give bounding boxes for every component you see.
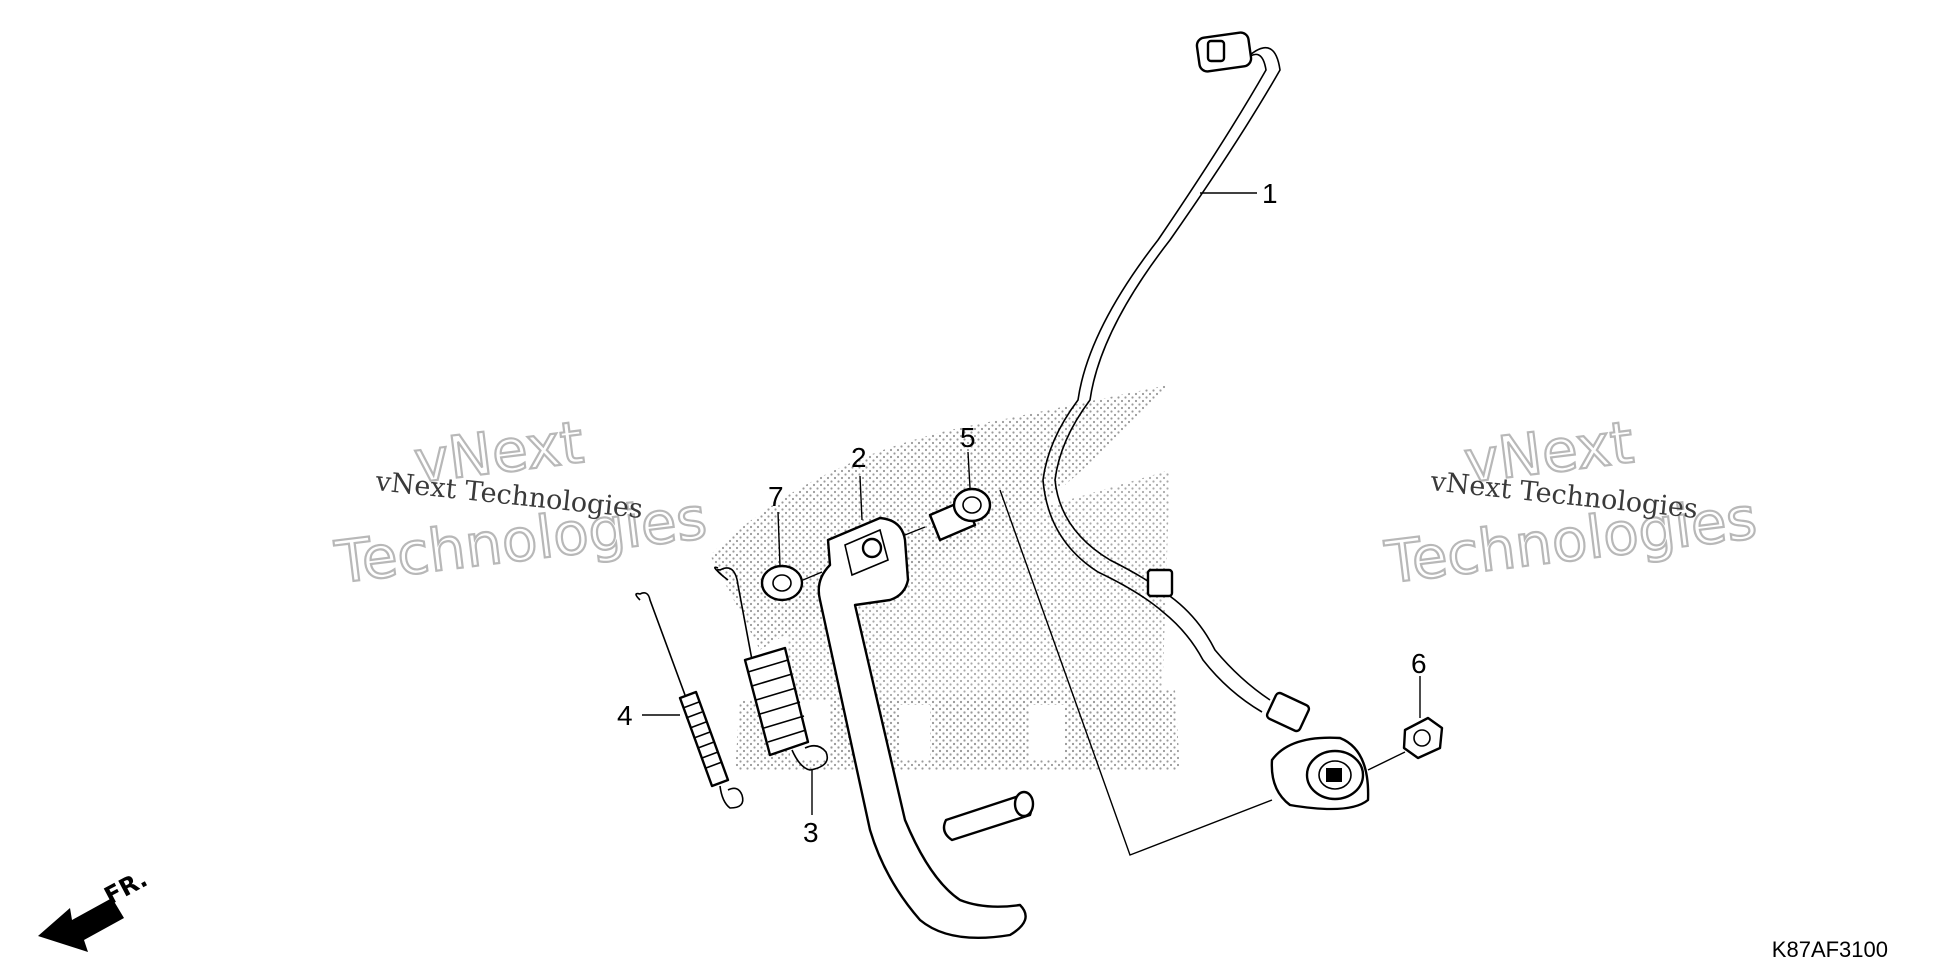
- wire-clamp: [1146, 568, 1174, 598]
- assembly-reference-line: [999, 489, 1273, 856]
- front-direction-arrow: FR.: [38, 865, 152, 952]
- arrow-left-icon: [38, 898, 124, 952]
- spring-large: [714, 566, 829, 810]
- side-stand: [817, 516, 1035, 940]
- flange-bolt: [1402, 716, 1444, 760]
- pivot-bolt: [904, 487, 992, 542]
- callout-4: 4: [617, 700, 633, 731]
- spring-small: [635, 592, 744, 809]
- callout-7: 7: [768, 481, 784, 512]
- callout-1: 1: [1262, 178, 1278, 209]
- callout-6: 6: [1411, 648, 1427, 679]
- leader-lines: [777, 192, 1421, 815]
- callout-2: 2: [851, 442, 867, 473]
- callout-3: 3: [803, 817, 819, 848]
- callout-labels: 1 2 3 4 5 6 7: [617, 178, 1427, 848]
- diagram-code: K87AF3100: [1771, 937, 1888, 962]
- lock-nut: [760, 564, 823, 602]
- callout-5: 5: [960, 422, 976, 453]
- side-stand-switch-assembly: [1042, 31, 1406, 811]
